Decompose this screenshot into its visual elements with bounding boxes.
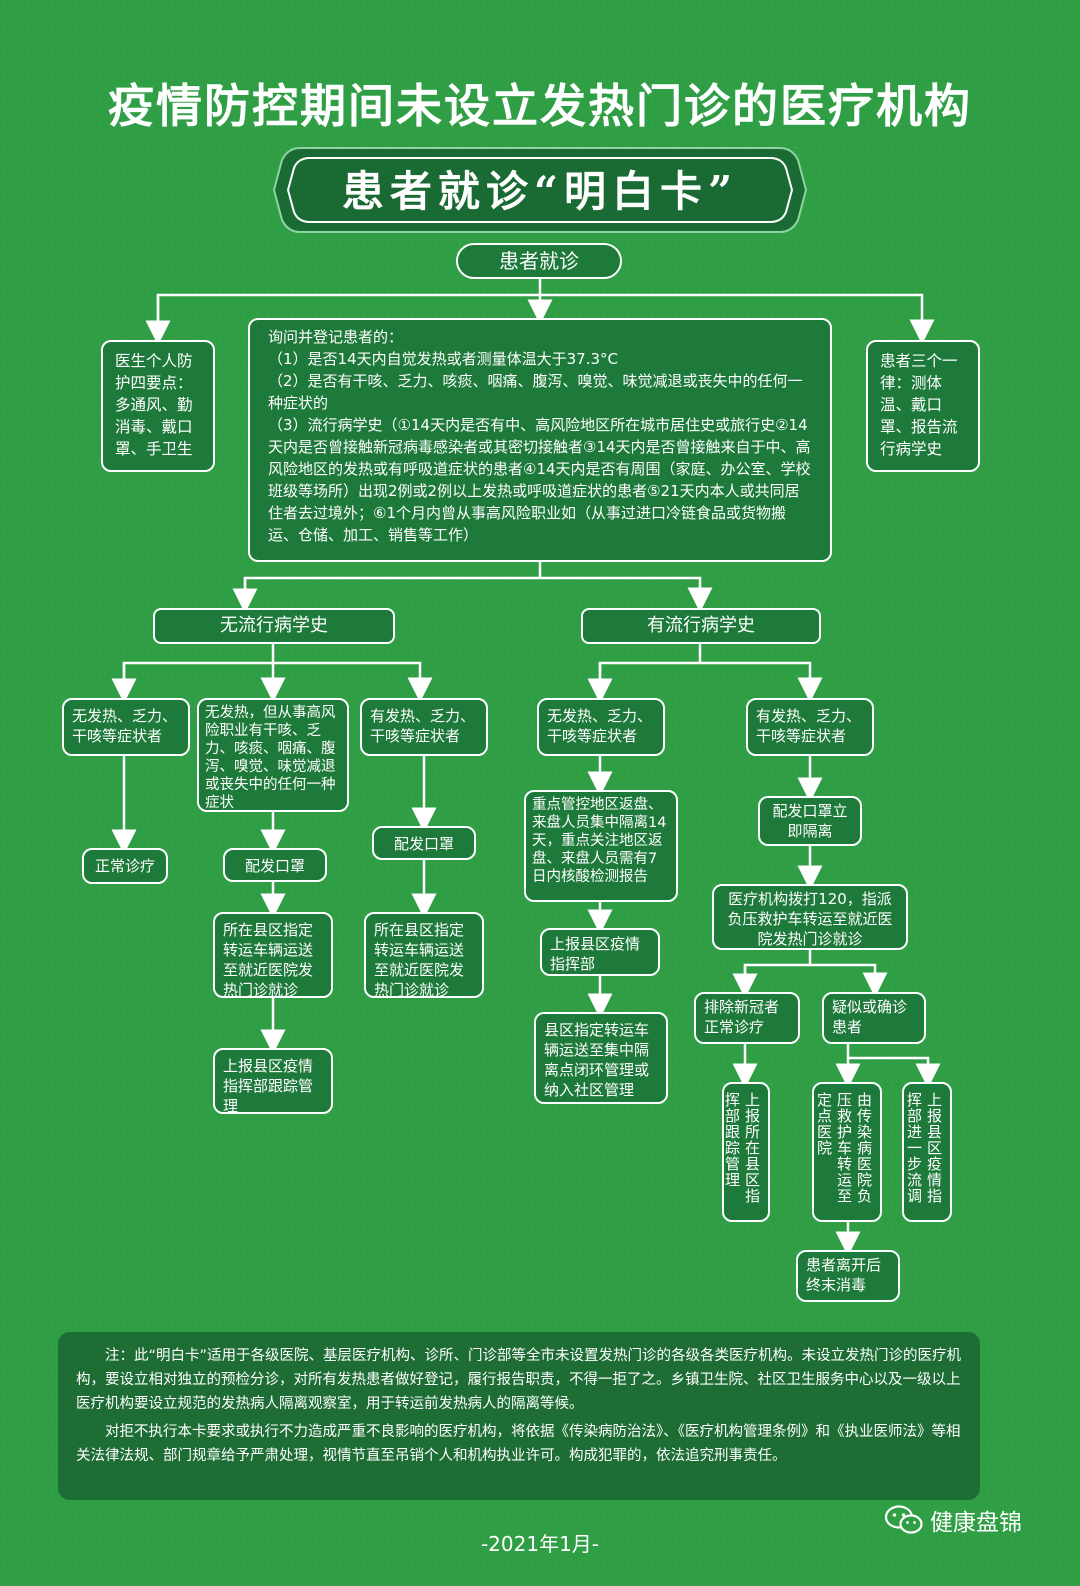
note-paragraph-2: 对拒不执行本卡要求或执行不力造成严重不良影响的医疗机构，将依据《传染病防治法》、… bbox=[76, 1424, 961, 1464]
transfer-box-c: 所在县区指定转运车辆运送至就近医院发热门诊就诊 bbox=[364, 912, 484, 999]
doctor-protection-box: 医生个人防护四要点：多通风、勤消毒、戴口罩、手卫生 bbox=[101, 340, 215, 472]
note-panel: 注：此“明白卡”适用于各级医院、基层医疗机构、诊所、门诊部等全市未设置发热门诊的… bbox=[58, 1332, 980, 1500]
inquiry-item-3: （3）流行病学史（①14天内是否有中、高风险地区所在城市居住史或旅行史②14天内… bbox=[268, 416, 811, 544]
terminal-disinfection-box: 患者离开后终末消毒 bbox=[796, 1250, 900, 1302]
subtitle-plaque bbox=[272, 147, 808, 233]
no-hist-no-symptom-box: 无发热、乏力、干咳等症状者 bbox=[62, 698, 190, 756]
epidemiology-vertical-box: 上报县区疫情指挥部进一步流调 bbox=[902, 1082, 952, 1222]
no-epi-history-header: 无流行病学史 bbox=[153, 608, 395, 644]
transfer-box-b: 所在县区指定转运车辆运送至就近医院发热门诊就诊 bbox=[213, 912, 333, 999]
inquiry-item-2: （2）是否有干咳、乏力、咳痰、咽痛、腹泻、嗅觉、味觉减退或丧失中的任何一种症状的 bbox=[268, 372, 803, 412]
issue-date: -2021年1月- bbox=[480, 1532, 600, 1556]
page-title: 疫情防控期间未设立发热门诊的医疗机构 bbox=[108, 79, 972, 133]
has-hist-no-symptom-box: 无发热、乏力、干咳等症状者 bbox=[537, 698, 665, 756]
suspected-patient-box: 疑似或确诊患者 bbox=[822, 992, 926, 1044]
mask-box-b: 配发口罩 bbox=[223, 848, 327, 882]
call-120-box: 医疗机构拨打120，指派负压救护车转运至就近医院发热门诊就诊 bbox=[712, 884, 908, 950]
brand-name: 健康盘锦 bbox=[930, 1510, 1022, 1536]
patient-rules-box: 患者三个一律：测体温、戴口罩、报告流行病学史 bbox=[866, 340, 980, 472]
inquiry-box: 询问并登记患者的： （1）是否14天内自觉发热或者测量体温大于37.3°C （2… bbox=[248, 318, 832, 562]
no-fever-high-risk-box: 无发热，但从事高风险职业有干咳、乏力、咳痰、咽痛、腹泻、嗅觉、味觉减退或丧失中的… bbox=[197, 698, 349, 812]
has-epi-history-header: 有流行病学史 bbox=[581, 608, 821, 644]
report-box-b: 上报县区疫情指挥部跟踪管理 bbox=[213, 1048, 333, 1115]
start-node: 患者就诊 bbox=[456, 243, 622, 279]
wechat-icon bbox=[884, 1505, 923, 1534]
transfer-designated-vertical-box: 由传染病医院负压救护车转运至定点医院 bbox=[812, 1082, 882, 1222]
brand-mark: 健康盘锦 bbox=[884, 1503, 1022, 1537]
quarantine-transfer-box: 县区指定转运车辆运送至集中隔离点闭环管理或纳入社区管理 bbox=[534, 1012, 668, 1104]
note-paragraph-1: 注：此“明白卡”适用于各级医院、基层医疗机构、诊所、门诊部等全市未设置发热门诊的… bbox=[76, 1348, 962, 1412]
normal-care-box: 正常诊疗 bbox=[82, 848, 168, 884]
report-box-a: 上报县区疫情指挥部 bbox=[540, 928, 660, 976]
no-hist-fever-box: 有发热、乏力、干咳等症状者 bbox=[360, 698, 488, 756]
mask-box-c: 配发口罩 bbox=[372, 826, 476, 860]
page-subtitle: 患者就诊“明白卡” bbox=[341, 167, 739, 216]
isolation-box: 重点管控地区返盘、来盘人员集中隔离14天，重点关注地区返盘、来盘人员需有7日内核… bbox=[524, 790, 678, 902]
mask-isolate-box: 配发口罩立即隔离 bbox=[758, 796, 862, 846]
exclude-covid-box: 排除新冠者正常诊疗 bbox=[694, 992, 800, 1044]
report-county-vertical-box: 上报所在县区指挥部跟踪管理 bbox=[722, 1082, 770, 1222]
inquiry-item-1: （1）是否14天内自觉发热或者测量体温大于37.3°C bbox=[268, 350, 619, 368]
inquiry-intro: 询问并登记患者的： bbox=[268, 328, 404, 346]
has-hist-fever-box: 有发热、乏力、干咳等症状者 bbox=[746, 698, 874, 756]
